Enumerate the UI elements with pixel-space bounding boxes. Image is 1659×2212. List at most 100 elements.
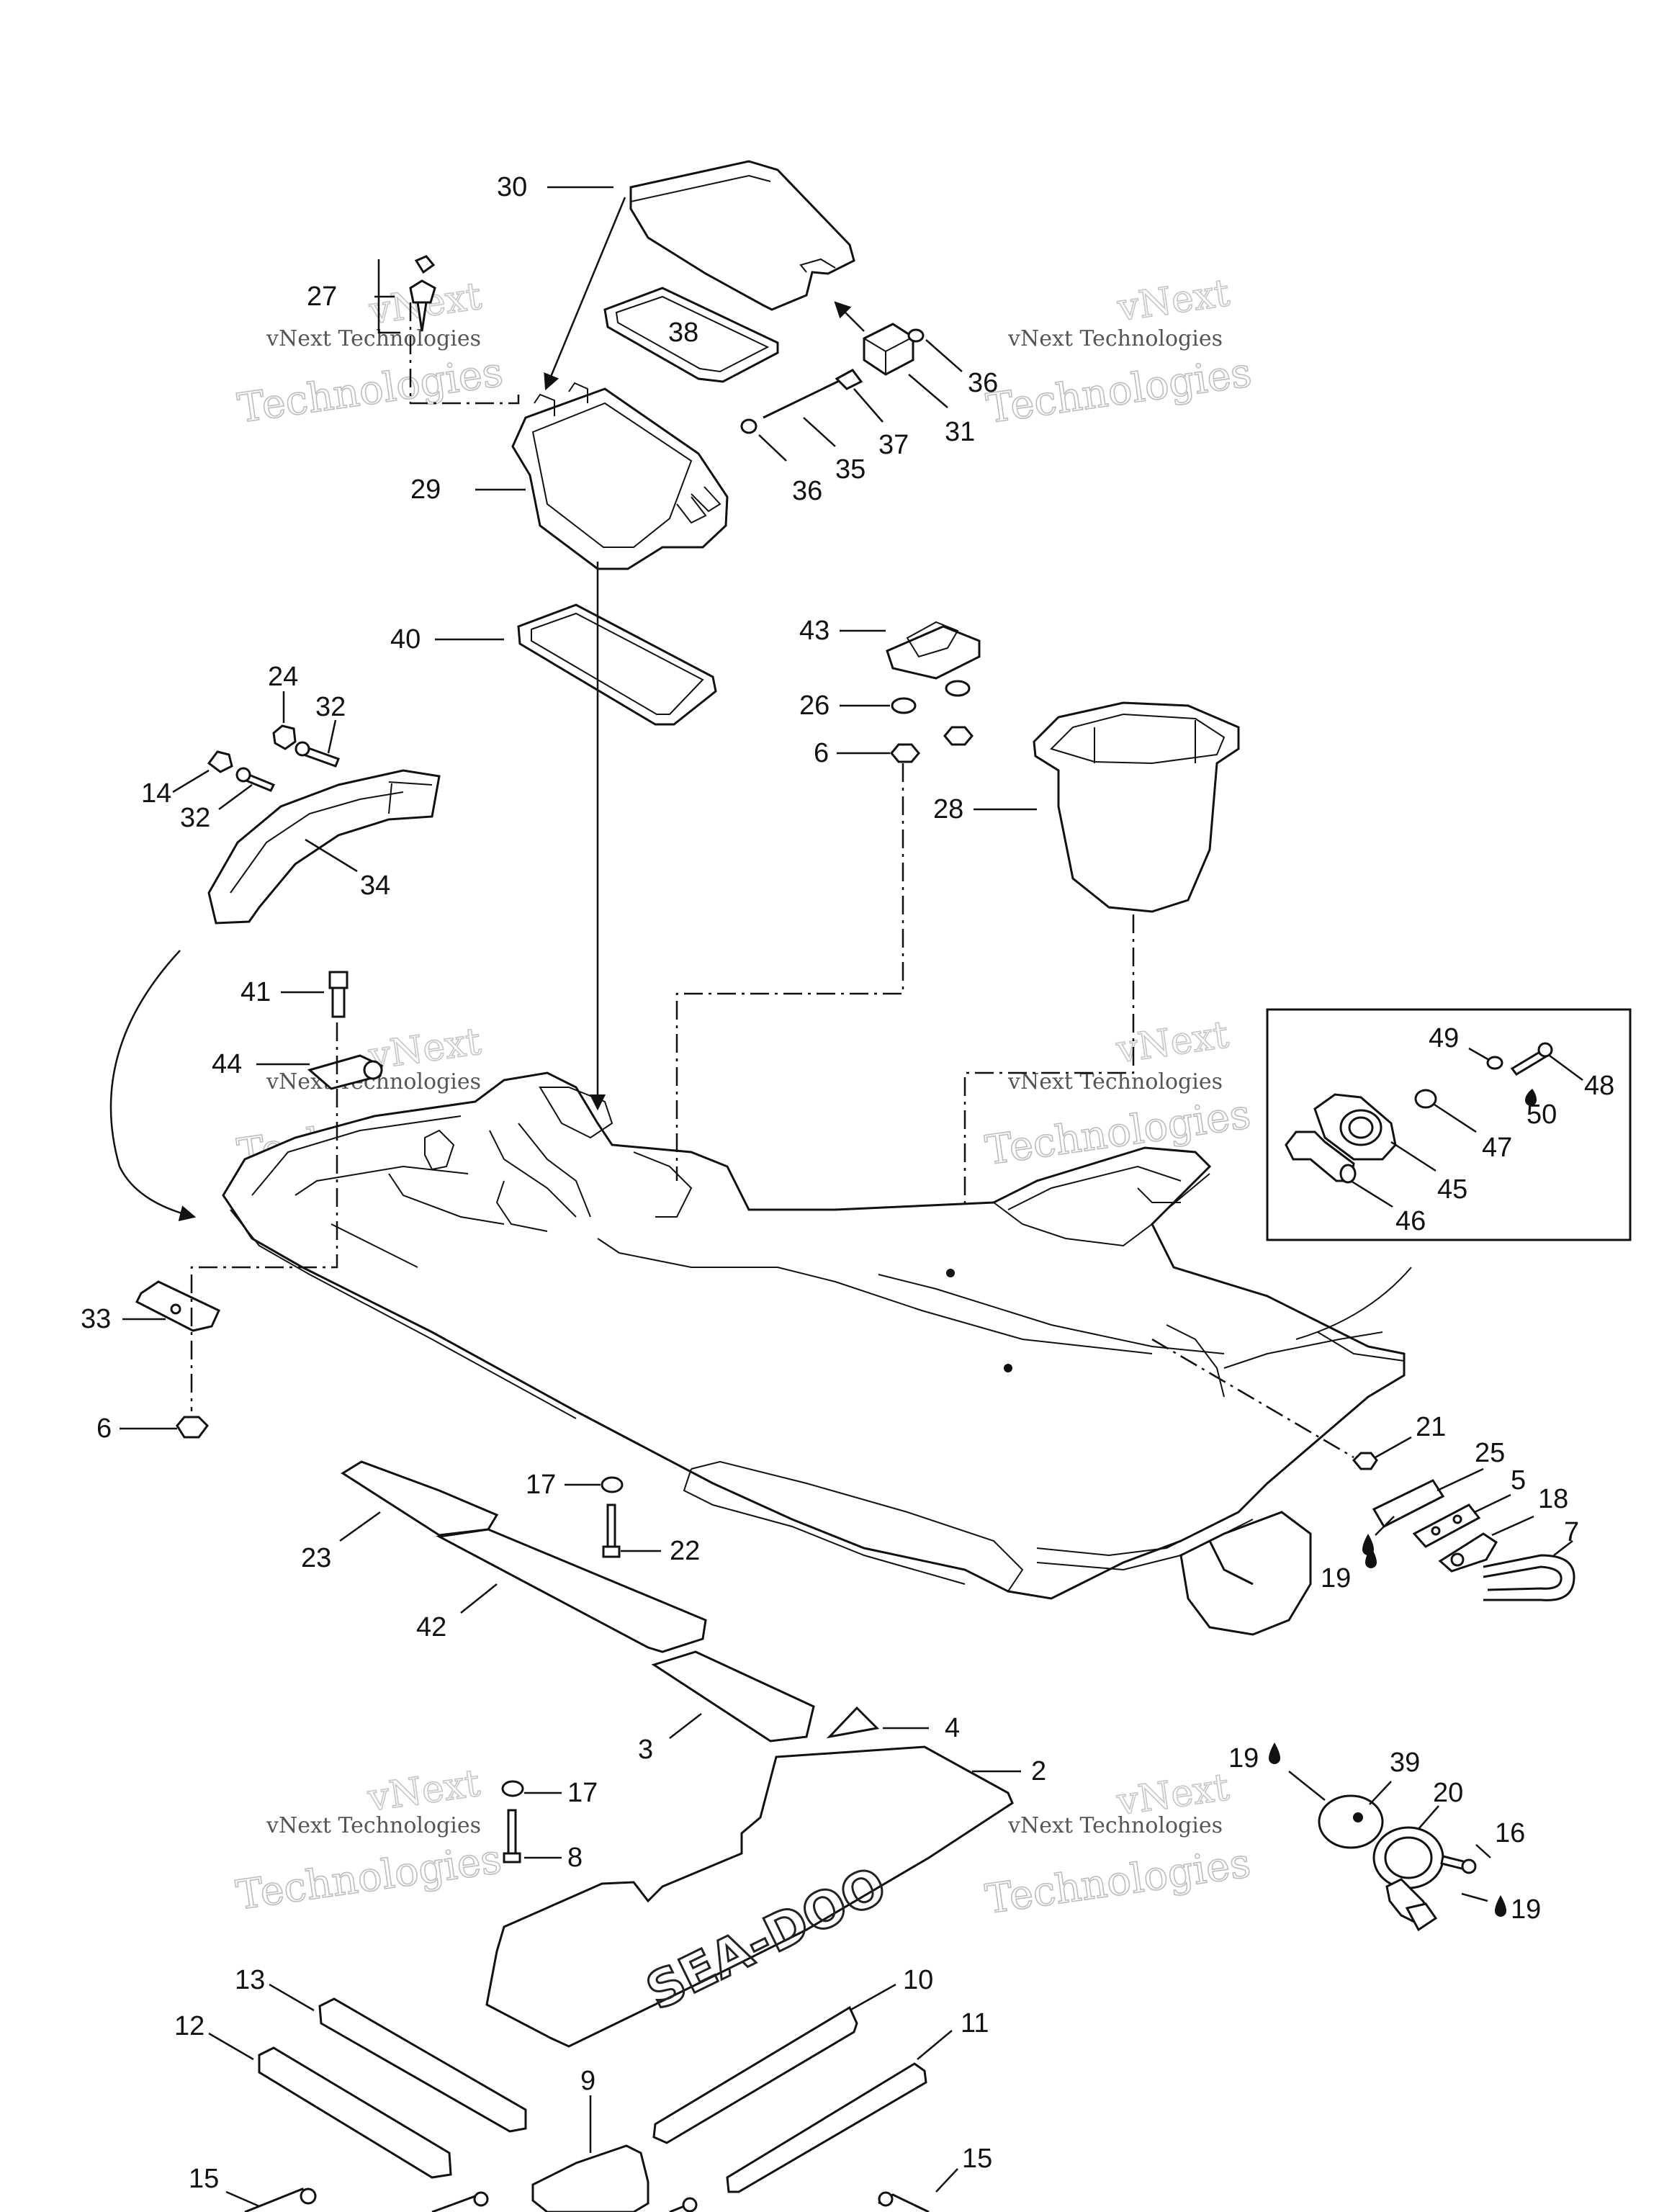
screw-part-32a [295,741,340,768]
callout-33: 33 [81,1304,111,1334]
fastener-part-17-bottom [501,1780,524,1797]
callout-10: 10 [903,1965,933,1995]
callout-41: 41 [240,977,271,1007]
storage-bucket-part-28 [1033,701,1240,913]
callout-36b: 36 [792,476,822,506]
nut-part-6-top [890,726,974,763]
callout-23: 23 [301,1543,331,1573]
washer-part-49 [1486,1056,1503,1070]
latch-bracket-part-43 [886,621,981,680]
callout-19c: 19 [1511,1894,1541,1925]
callout-46: 46 [1395,1206,1426,1236]
callout-24: 24 [268,662,298,692]
callout-15: 15 [189,2164,219,2194]
strip-part-11 [726,2062,927,2193]
watermark-text-technologies: Technologies [233,1836,504,1920]
fastener-part-8 [503,1809,521,1863]
cap-part-14 [207,750,233,773]
nut-part-24 [272,724,297,750]
callout-2: 2 [1031,1756,1046,1786]
callout-9: 9 [580,2066,595,2096]
callout-30: 30 [497,172,527,202]
watermark-text-technologies: Technologies [235,349,505,432]
storage-cover-part-30 [629,160,855,311]
connector-part-9 [531,2144,649,2212]
drain-plate-part-45 [1313,1093,1397,1161]
callout-13: 13 [235,1965,265,1995]
storage-bin-part-29 [511,382,729,570]
callout-3: 3 [638,1735,653,1765]
callout-42: 42 [416,1612,446,1642]
callout-19b: 19 [1228,1743,1259,1773]
watermark-low-right: vNext Technologies [982,1765,1254,1923]
callout-38: 38 [668,318,698,348]
plate-part-33 [135,1280,220,1332]
callout-11: 11 [961,2008,989,2038]
callout-17b: 17 [567,1778,598,1808]
bracket-part-18 [1438,1532,1498,1573]
fastener-part-22 [602,1503,621,1558]
callout-16: 16 [1495,1818,1525,1848]
strip-part-12 [258,2046,452,2179]
grab-handle-part-34 [207,769,441,925]
callout-39: 39 [1390,1748,1420,1778]
seal-part-38 [603,287,779,383]
callouts: 30 27 38 36 31 37 35 36 29 40 43 26 6 28… [81,172,1614,2208]
callout-40: 40 [390,624,421,655]
callout-27: 27 [307,282,337,312]
callout-6b: 6 [96,1413,112,1444]
seal-part-40 [517,603,717,726]
callout-29: 29 [410,475,441,505]
callout-5: 5 [1511,1465,1526,1496]
bracket-part-5 [1412,1503,1481,1548]
rod-part-35 [763,369,863,419]
callout-32b: 32 [180,803,210,833]
callout-19: 19 [1321,1563,1351,1593]
callout-37: 37 [878,430,909,460]
watermark-text-technologies: Technologies [983,1840,1254,1923]
callout-18: 18 [1538,1484,1568,1514]
callout-45: 45 [1437,1174,1467,1205]
plug-part-46 [1285,1130,1357,1184]
watermark-text-vnext: vNext [1113,1013,1231,1071]
nut-part-21 [1352,1452,1378,1470]
watermark-text-full: vNext Technologies [266,326,481,351]
drop-icon-19-d [1495,1895,1506,1917]
callout-50: 50 [1527,1100,1557,1130]
callout-43: 43 [799,616,830,646]
nut-part-6-left [176,1416,209,1439]
strip-part-13 [318,1997,527,2133]
callout-22: 22 [670,1536,700,1566]
plate-part-3 [651,1650,815,1743]
callout-48: 48 [1584,1071,1614,1101]
watermark-low-left: vNext Technologies [233,1761,505,1920]
screw-part-32b [235,767,276,792]
watermark-text-vnext: vNext [365,1762,483,1820]
plate-part-42 [436,1528,707,1653]
strip-part-10 [652,2005,858,2144]
callout-4: 4 [945,1713,960,1743]
washer-part-26 [891,697,917,714]
watermark-text-full: vNext Technologies [1007,326,1223,351]
callout-32: 32 [315,692,346,722]
drop-icon-19-b [1365,1547,1377,1568]
drain-part-20 [1372,1826,1444,1932]
callout-36: 36 [968,368,998,398]
plate-part-25 [1372,1479,1445,1528]
watermark-top-left: vNext Technologies [234,274,506,433]
watermark-text-full: vNext Technologies [1007,1813,1223,1838]
callout-12: 12 [174,2011,204,2041]
callout-21: 21 [1416,1412,1446,1442]
washer-part-36 [740,418,757,434]
callout-26: 26 [799,691,830,721]
washer-part-26b [945,680,971,697]
spacer-part-47 [1414,1089,1437,1109]
callout-6: 6 [814,738,829,768]
gasket-part-39 [1318,1794,1384,1849]
plate-part-23 [341,1460,499,1537]
callout-31: 31 [945,417,975,447]
watermark-text-vnext: vNext [1115,271,1233,330]
watermark-text-full: vNext Technologies [266,1813,481,1838]
screw-part-16 [1440,1855,1477,1874]
